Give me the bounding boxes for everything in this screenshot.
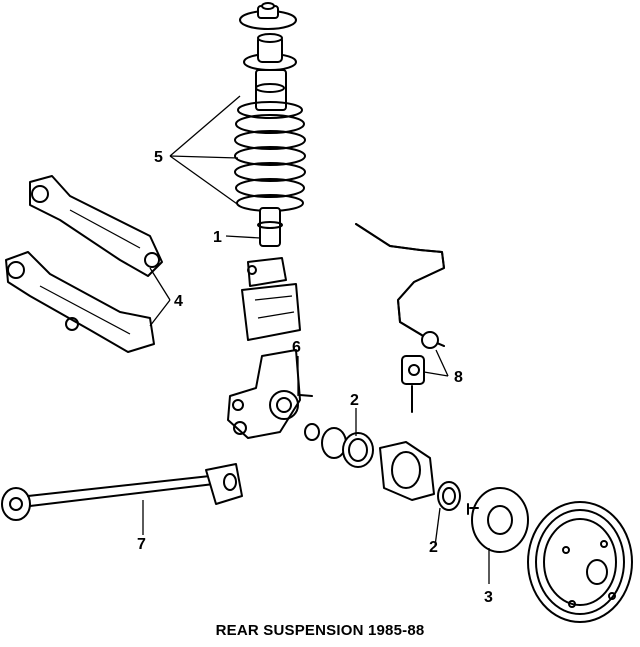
callout-4: 4: [174, 293, 183, 310]
callout-8: 8: [454, 369, 463, 386]
coil-spring-assembly: [234, 69, 306, 247]
diagram-caption: REAR SUSPENSION 1985-88: [215, 622, 425, 639]
callout-5: 5: [154, 149, 163, 166]
upper-lateral-arm: [29, 175, 163, 277]
leader-lines: [142, 95, 490, 584]
brake-drum: [527, 501, 633, 623]
callout-2-seal: 2: [429, 539, 438, 556]
stabilizer-link: [401, 355, 425, 413]
callout-6: 6: [292, 339, 301, 356]
callout-labels: 1 2 2 3 4 5 6 7 8: [137, 149, 493, 606]
callout-1: 1: [213, 229, 222, 246]
strut-lower-body: [241, 257, 301, 341]
hub-bearing-parts: [304, 423, 461, 511]
rear-knuckle: [227, 349, 313, 439]
callout-3: 3: [484, 589, 493, 606]
strut-rod: [1, 463, 243, 521]
wheel-hub: [467, 487, 529, 553]
lower-lateral-arm: [5, 251, 155, 353]
stabilizer-bar: [355, 223, 445, 349]
upper-strut-mount: [239, 2, 297, 71]
callout-7: 7: [137, 536, 146, 553]
callout-2-bearing: 2: [350, 392, 359, 409]
